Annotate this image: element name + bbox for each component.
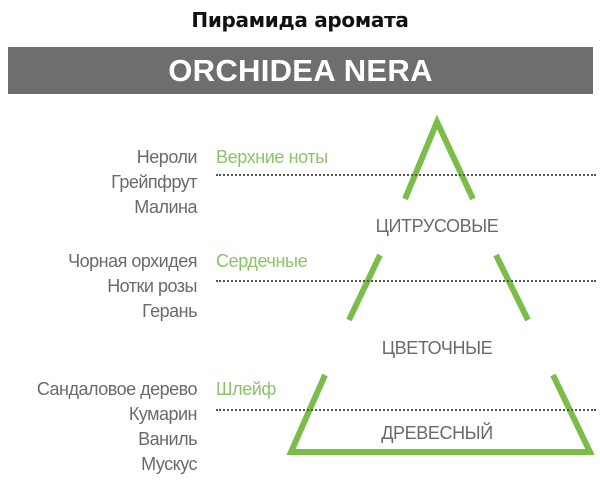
dotted-divider	[216, 280, 596, 282]
pyramid-top-segment	[402, 114, 476, 201]
tier-label-top: Верхние ноты	[216, 147, 328, 167]
note-item: Герань	[142, 301, 197, 321]
note-item: Сандаловое дерево	[36, 379, 198, 399]
family-label-floral: ЦВЕТОЧНЫЕ	[381, 338, 493, 358]
family-label-woody: ДРЕВЕСНЫЙ	[381, 423, 493, 443]
top-notes-list: Нероли Грейпфрут Малина	[111, 145, 197, 220]
pyramid-middle-left-edge	[346, 253, 383, 322]
note-item: Кумарин	[128, 404, 198, 424]
note-item: Грейпфрут	[111, 172, 197, 192]
pyramid-base-segment	[286, 373, 595, 455]
note-item: Нотки розы	[107, 276, 197, 296]
dotted-divider	[216, 174, 596, 176]
tier-label-base: Шлейф	[216, 379, 276, 399]
dotted-divider	[216, 409, 596, 411]
heart-notes-list: Чорная орхидея Нотки розы Герань	[68, 249, 197, 324]
product-name-banner: ORCHIDEA NERA	[8, 47, 593, 94]
note-item: Нероли	[136, 147, 198, 167]
note-item: Мускус	[141, 454, 197, 474]
tier-label-heart: Сердечные	[216, 251, 308, 271]
family-label-citrus: ЦИТРУСОВЫЕ	[375, 216, 499, 236]
page-title: Пирамида аромата	[191, 8, 409, 32]
note-item: Чорная орхидея	[68, 251, 197, 271]
base-notes-list: Сандаловое дерево Кумарин Ваниль Мускус	[36, 377, 198, 477]
note-item: Малина	[134, 197, 197, 217]
pyramid-middle-right-edge	[493, 253, 531, 322]
note-item: Ваниль	[138, 429, 197, 449]
